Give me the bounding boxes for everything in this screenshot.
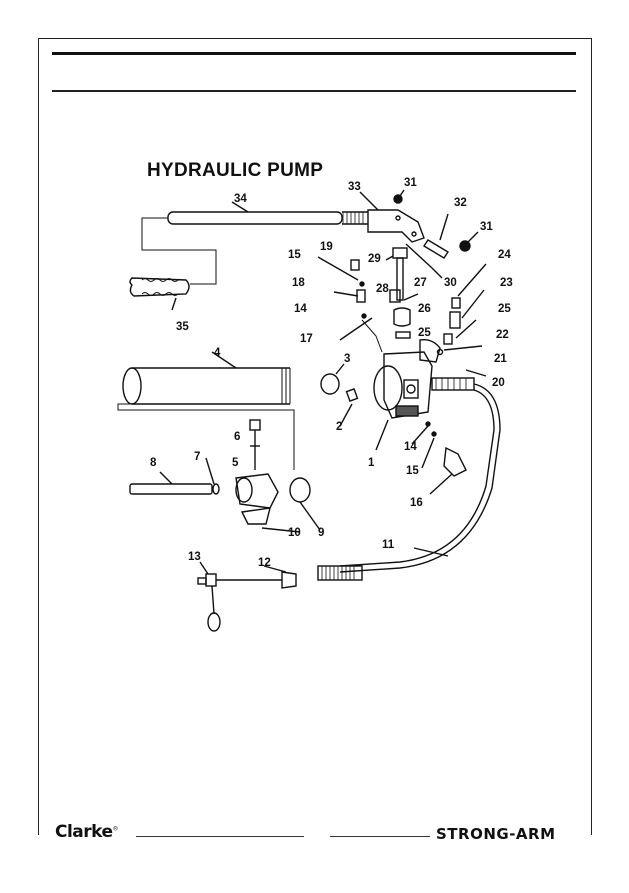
- strong-arm-logo: STRONG-ARM: [436, 825, 556, 843]
- part-oring-and-key: [320, 363, 359, 427]
- part-cap-and-chain: [197, 561, 297, 632]
- part-reservoir: [117, 351, 295, 470]
- part-label-31-top: 31: [404, 177, 417, 189]
- part-label-24: 24: [498, 249, 511, 261]
- part-label-18: 18: [292, 277, 305, 289]
- part-label-20: 20: [492, 377, 505, 389]
- part-handle-socket: [359, 191, 425, 243]
- part-label-29: 29: [368, 253, 381, 265]
- part-label-16: 16: [410, 497, 423, 509]
- page-frame: [38, 38, 592, 835]
- part-label-34: 34: [234, 193, 247, 205]
- part-label-2: 2: [336, 421, 342, 433]
- part-base-assembly: [129, 419, 321, 533]
- part-pump-body: [373, 338, 441, 451]
- part-label-7: 7: [194, 451, 200, 463]
- part-label-30: 30: [444, 277, 457, 289]
- part-valve-fittings: [436, 263, 487, 356]
- part-label-35: 35: [176, 321, 189, 333]
- part-label-4: 4: [214, 347, 221, 359]
- part-release-knob: [411, 421, 467, 495]
- part-label-15-bottom: 15: [406, 465, 419, 477]
- part-label-10: 10: [288, 527, 301, 539]
- part-label-8: 8: [150, 457, 157, 469]
- part-label-32: 32: [454, 197, 467, 209]
- part-label-31-right: 31: [480, 221, 493, 233]
- part-label-27: 27: [414, 277, 427, 289]
- part-label-5: 5: [232, 457, 239, 469]
- part-label-12: 12: [258, 557, 271, 569]
- part-label-9: 9: [318, 527, 324, 539]
- diagram-title: HYDRAULIC PUMP: [147, 160, 324, 181]
- part-label-23: 23: [500, 277, 513, 289]
- part-label-25-right: 25: [498, 303, 511, 315]
- part-label-15-top: 15: [288, 249, 301, 261]
- part-label-1: 1: [368, 457, 375, 469]
- part-label-22: 22: [496, 329, 509, 341]
- registered-mark: ®: [112, 825, 119, 833]
- part-label-26: 26: [418, 303, 431, 315]
- part-label-11: 11: [382, 539, 395, 551]
- part-label-28: 28: [376, 283, 389, 295]
- part-release-valve-set: [317, 256, 383, 353]
- part-hose: [317, 383, 501, 581]
- part-label-14-top: 14: [294, 303, 307, 315]
- footer-rule-right: [330, 836, 430, 837]
- part-handle-grip: [129, 277, 190, 311]
- part-label-13: 13: [188, 551, 201, 563]
- part-label-17: 17: [300, 333, 313, 345]
- part-label-6: 6: [234, 431, 240, 443]
- header-rule-thin: [52, 90, 576, 92]
- part-label-3: 3: [344, 353, 350, 365]
- clarke-logo-text: Clarke: [55, 822, 113, 842]
- footer-rule-left: [136, 836, 304, 837]
- part-label-14-bottom: 14: [404, 441, 417, 453]
- part-label-33: 33: [348, 181, 361, 193]
- part-label-19: 19: [320, 241, 333, 253]
- header-rule-thick: [52, 52, 576, 55]
- part-label-25-center: 25: [418, 327, 431, 339]
- part-pins-nuts: [393, 189, 479, 279]
- part-label-21: 21: [494, 353, 507, 365]
- part-seals-stack: [389, 289, 419, 339]
- clarke-logo: Clarke®: [55, 822, 119, 842]
